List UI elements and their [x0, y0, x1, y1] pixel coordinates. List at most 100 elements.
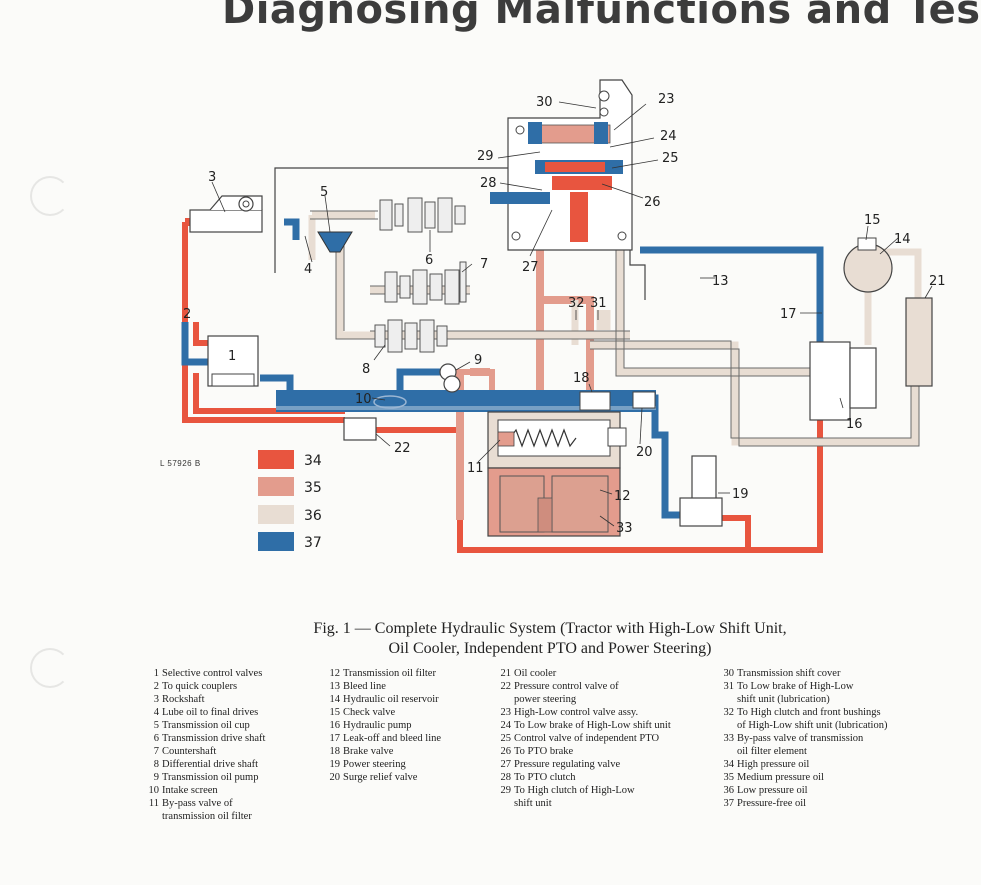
callout-22: 22	[394, 441, 411, 456]
callout-26: 26	[644, 195, 661, 210]
callout-27: 27	[522, 260, 539, 275]
high-low-control-valve-assembly	[490, 79, 633, 251]
legend-label-36: 36	[304, 508, 322, 524]
callout-21: 21	[929, 274, 946, 289]
key-item-continued: of High-Low shift unit (lubrication)	[737, 720, 888, 731]
callout-33: 33	[616, 521, 633, 536]
callout-20: 20	[636, 445, 653, 460]
callout-19: 19	[732, 487, 749, 502]
callout-16: 16	[846, 417, 863, 432]
callout-32: 32	[568, 296, 585, 311]
page-title: Diagnosing Malfunctions and Tests	[222, 0, 981, 33]
brake-valve	[579, 391, 611, 411]
hydraulic-system-diagram: 1 2 3 4 5 6 7 8 9 10 11 12 13 14 15 16 1…	[160, 79, 946, 553]
callout-9: 9	[474, 353, 482, 368]
callout-11: 11	[467, 461, 484, 476]
sump-return-blue	[276, 390, 656, 412]
figure-number: L 57926 B	[160, 459, 201, 468]
legend-swatch-36	[258, 505, 294, 524]
callout-30: 30	[536, 95, 553, 110]
figure-caption: Fig. 1 — Complete Hydraulic System (Trac…	[230, 619, 870, 659]
legend-swatch-37	[258, 532, 294, 551]
hydraulic-pump-cap	[849, 347, 877, 409]
callout-labels: 1 2 3 4 5 6 7 8 9 10 11 12 13 14 15 16 1…	[183, 92, 946, 536]
transmission-oil-cup	[317, 231, 353, 253]
callout-17: 17	[780, 307, 797, 322]
legend-swatch-34	[258, 450, 294, 469]
callout-5: 5	[320, 185, 328, 200]
caption-line-1: Fig. 1 — Complete Hydraulic System (Trac…	[313, 620, 787, 637]
callout-15: 15	[864, 213, 881, 228]
legend-label-35: 35	[304, 480, 322, 496]
selective-control-valve-lower	[211, 373, 255, 387]
hydraulic-oil-reservoir	[843, 243, 893, 293]
callout-8: 8	[362, 362, 370, 377]
callout-6: 6	[425, 253, 433, 268]
legend-swatch-35	[258, 477, 294, 496]
caption-line-2: Oil Cooler, Independent PTO and Power St…	[388, 640, 712, 657]
power-steering-valve	[679, 497, 723, 527]
callout-28: 28	[480, 176, 497, 191]
callout-18: 18	[573, 371, 590, 386]
callout-1: 1	[228, 349, 236, 364]
transmission-oil-pump-gear-b	[443, 375, 461, 393]
key-item-continued: transmission oil filter	[162, 811, 252, 822]
legend-label-37: 37	[304, 535, 322, 551]
callout-29: 29	[477, 149, 494, 164]
filter-plug	[607, 427, 627, 447]
surge-relief-valve	[632, 391, 656, 409]
callout-2: 2	[183, 307, 191, 322]
callout-23: 23	[658, 92, 675, 107]
callout-24: 24	[660, 129, 677, 144]
key-item-continued: oil filter element	[737, 746, 807, 757]
pressure-legend: 34 35 36 37	[258, 450, 322, 551]
intake-screen	[373, 395, 407, 409]
left-drain-blue	[284, 218, 300, 240]
legend-label-34: 34	[304, 453, 322, 469]
check-valve	[857, 237, 877, 251]
sump-band-light	[276, 406, 656, 410]
binder-hole-top	[30, 176, 70, 216]
hydraulic-pump-body	[809, 341, 851, 421]
callout-14: 14	[894, 232, 911, 247]
rockshaft	[189, 195, 263, 233]
callout-7: 7	[480, 257, 488, 272]
pressure-control-valve	[343, 417, 377, 441]
leader-lines	[211, 101, 933, 527]
